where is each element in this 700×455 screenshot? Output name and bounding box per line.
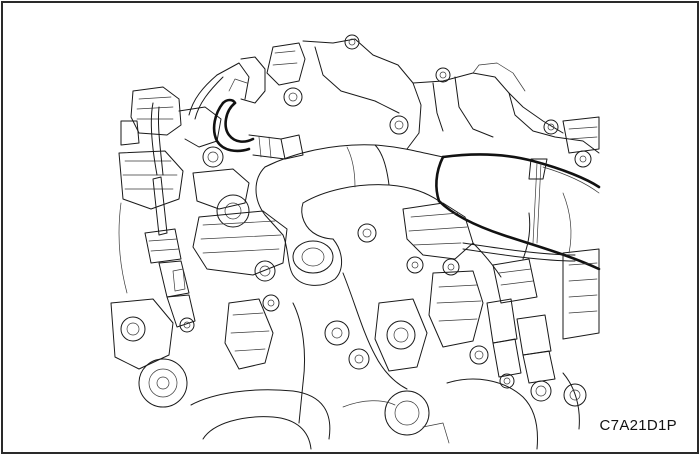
lower-engine-block	[110, 270, 587, 450]
wiring-harness	[118, 74, 576, 294]
small-vacuum-hose	[212, 98, 304, 160]
right-sensor	[486, 212, 556, 402]
engine-illustration	[110, 34, 601, 450]
air-intake-hose	[435, 153, 601, 271]
left-sensor	[144, 102, 196, 333]
intake-housing	[216, 34, 600, 154]
right-components	[357, 116, 600, 340]
intake-duct	[255, 144, 444, 286]
figure-code: C7A21D1P	[599, 417, 677, 434]
left-connector-cluster	[118, 86, 288, 312]
